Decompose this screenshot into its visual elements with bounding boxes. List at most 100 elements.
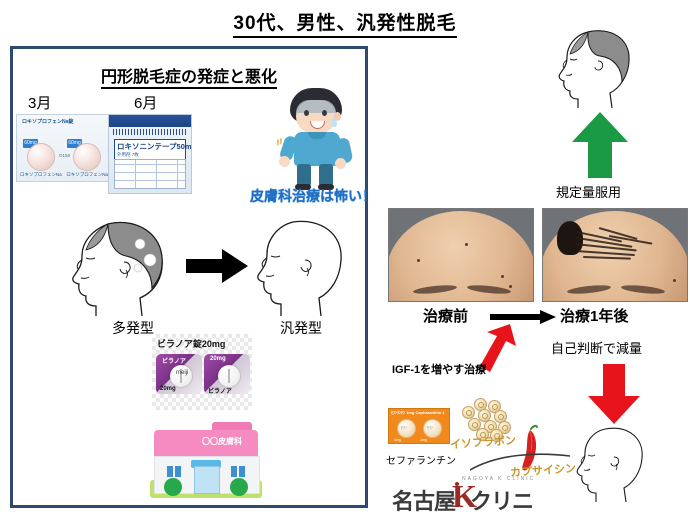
person-eye-left (304, 110, 309, 116)
photo-after-treatment (542, 208, 688, 302)
person-hand-left (279, 156, 290, 167)
head-label-universal: 汎発型 (280, 320, 322, 336)
person-shoe-left (295, 184, 311, 190)
bilanoa-label-bottom-left: 20mg (160, 386, 176, 392)
scalp-mole (417, 259, 420, 262)
head-illustration-patchy (60, 216, 190, 318)
left-panel-title: 円形脱毛症の発症と悪化 (13, 63, 365, 89)
clinic-building-illustration: 〇〇皮膚科 (150, 422, 262, 500)
cepha-header: ｾﾌｧﾗﾝﾁﾝ 1mg Cepharanthin 1 (391, 410, 445, 415)
scalp-mole (501, 275, 504, 278)
red-down-arrow-svg (588, 364, 640, 424)
drug-loxoprofen-badge-left: 60mg (23, 139, 38, 148)
progression-arrow-icon (186, 248, 248, 284)
clinic-bush-right (230, 478, 248, 496)
cepha-pill-mark: ｾﾌｧ (427, 425, 433, 430)
drug-loxonin-namebox: ロキソニンテープ50mg 外用剤 7枚 (114, 139, 192, 160)
logo-dot (455, 482, 459, 486)
person-eye-right (322, 110, 327, 116)
person-collar (308, 132, 326, 139)
blister-right (204, 354, 250, 394)
soybean (462, 406, 475, 419)
scalp-mole (509, 285, 512, 288)
person-face-shadow (296, 100, 336, 113)
soybean (488, 400, 501, 413)
person-hand-right (335, 158, 346, 169)
capsaicin-swoosh (469, 452, 571, 476)
left-panel-title-text: 円形脱毛症の発症と悪化 (100, 69, 277, 89)
drug-photo-loxonin-tape: ロキソニンテープ50mg 外用剤 7枚 (108, 114, 192, 194)
green-arrow-svg (572, 112, 628, 178)
swoosh-svg (469, 453, 571, 471)
month-label-first: 3月 (28, 95, 52, 112)
month-label-second: 6月 (134, 95, 158, 112)
label-supplement-isoflavone: イソフラボン (449, 434, 517, 452)
red-up-arrow-icon (480, 324, 516, 372)
soybeans-illustration (456, 398, 512, 442)
drug-loxoprofen-footer: ロキソプロフェンNa ロキソプロフェンNa (20, 172, 108, 178)
photo-before-treatment (388, 208, 534, 302)
cepha-pill-right: ｾﾌｧ (423, 419, 442, 438)
clinic-bush-left (164, 478, 182, 496)
page-title: 30代、男性、汎発性脱毛 (0, 8, 690, 38)
drug-loxonin-sub: 外用剤 7枚 (117, 152, 139, 157)
person-leg-left (297, 164, 311, 188)
soybean (490, 429, 503, 442)
bilanoa-brand: meiji (176, 370, 189, 376)
scalp-before (389, 211, 533, 301)
supplement-photo-cepharanthin: ｾﾌｧﾗﾝﾁﾝ 1mg Cepharanthin 1 ｾﾌｧ ｾﾌｧ 1mg 1… (388, 408, 450, 444)
red-up-arrow-svg (480, 324, 516, 372)
person-shoe-right (318, 184, 334, 190)
chili-svg (522, 424, 538, 471)
head-with-hair-svg (558, 30, 630, 109)
label-supplement-cepharanthin: セファランチン (386, 456, 456, 467)
person-ear (334, 112, 341, 121)
black-arrow-svg (186, 249, 248, 283)
bilanoa-label-top-right: 20mg (210, 356, 226, 362)
logo-text-prefix: 名古屋 (392, 489, 456, 514)
label-after-treatment: 治療1年後 (560, 308, 629, 325)
drug-loxonin-name: ロキソニンテープ50mg (117, 142, 192, 151)
head-illustration-bald-outcome (568, 424, 658, 503)
chili-pepper-icon (520, 424, 540, 474)
head-bald-svg (576, 427, 643, 503)
scary-treatment-caption: 皮膚科治療は怖い！ (250, 188, 376, 204)
bilanoa-tablet-left (170, 365, 192, 387)
drug-loxoprofen-code: O156 (59, 153, 71, 158)
soybean (478, 409, 491, 422)
bilanoa-tablet-right (218, 365, 240, 387)
bilanoa-label-bottom-right: ビラノア (208, 389, 232, 395)
drug-loxoprofen-foot-left: ロキソプロフェンNa (20, 172, 62, 177)
label-prescribed-dose: 規定量服用 (556, 185, 622, 200)
label-before-treatment: 治療前 (423, 308, 469, 325)
logo-text-suffix: クリニック (470, 489, 534, 514)
head-label-patchy: 多発型 (112, 320, 154, 336)
scalp-mole (673, 279, 676, 282)
drug-loxoprofen-foot-right: ロキソプロフェンNa (66, 172, 108, 177)
package-barcode (113, 129, 187, 135)
bilanoa-label-top-left: ビラノア (162, 359, 186, 365)
drug-loxoprofen-name: ロキソプロフェンNa錠 (22, 119, 74, 125)
package-topbar (109, 115, 191, 127)
tablet-icon-left (27, 143, 55, 171)
page-title-text: 30代、男性、汎発性脱毛 (233, 13, 457, 38)
drug-photo-bilanoa: ビラノア錠20mg ビラノア 20mg meiji 20mg ビラノア (152, 334, 252, 410)
head-illustration-with-hair (548, 26, 644, 109)
head-universal-svg (257, 220, 342, 317)
sweat-drop-icon (331, 118, 337, 127)
head-illustration-universal (245, 216, 363, 318)
label-igf-treatment: IGF-1を増やす治療 (392, 364, 487, 376)
drug-loxoprofen-badge-right: 60mg (67, 139, 82, 148)
scalp-mole (465, 243, 468, 246)
cepha-tiny-right: 1mg (420, 438, 427, 442)
package-infogrid (114, 159, 186, 189)
cepha-pill-mark: ｾﾌｧ (401, 425, 407, 430)
tablet-icon-right (73, 143, 101, 171)
person-leg-right (319, 164, 333, 188)
cepha-tiny-left: 1mg (394, 438, 401, 442)
label-self-reduce: 自己判断で減量 (551, 341, 643, 356)
clinic-awning (191, 460, 221, 468)
clinic-name-label: 〇〇皮膚科 (202, 437, 242, 446)
logo-text-en: NAGOYA K CLINIC (462, 476, 536, 482)
